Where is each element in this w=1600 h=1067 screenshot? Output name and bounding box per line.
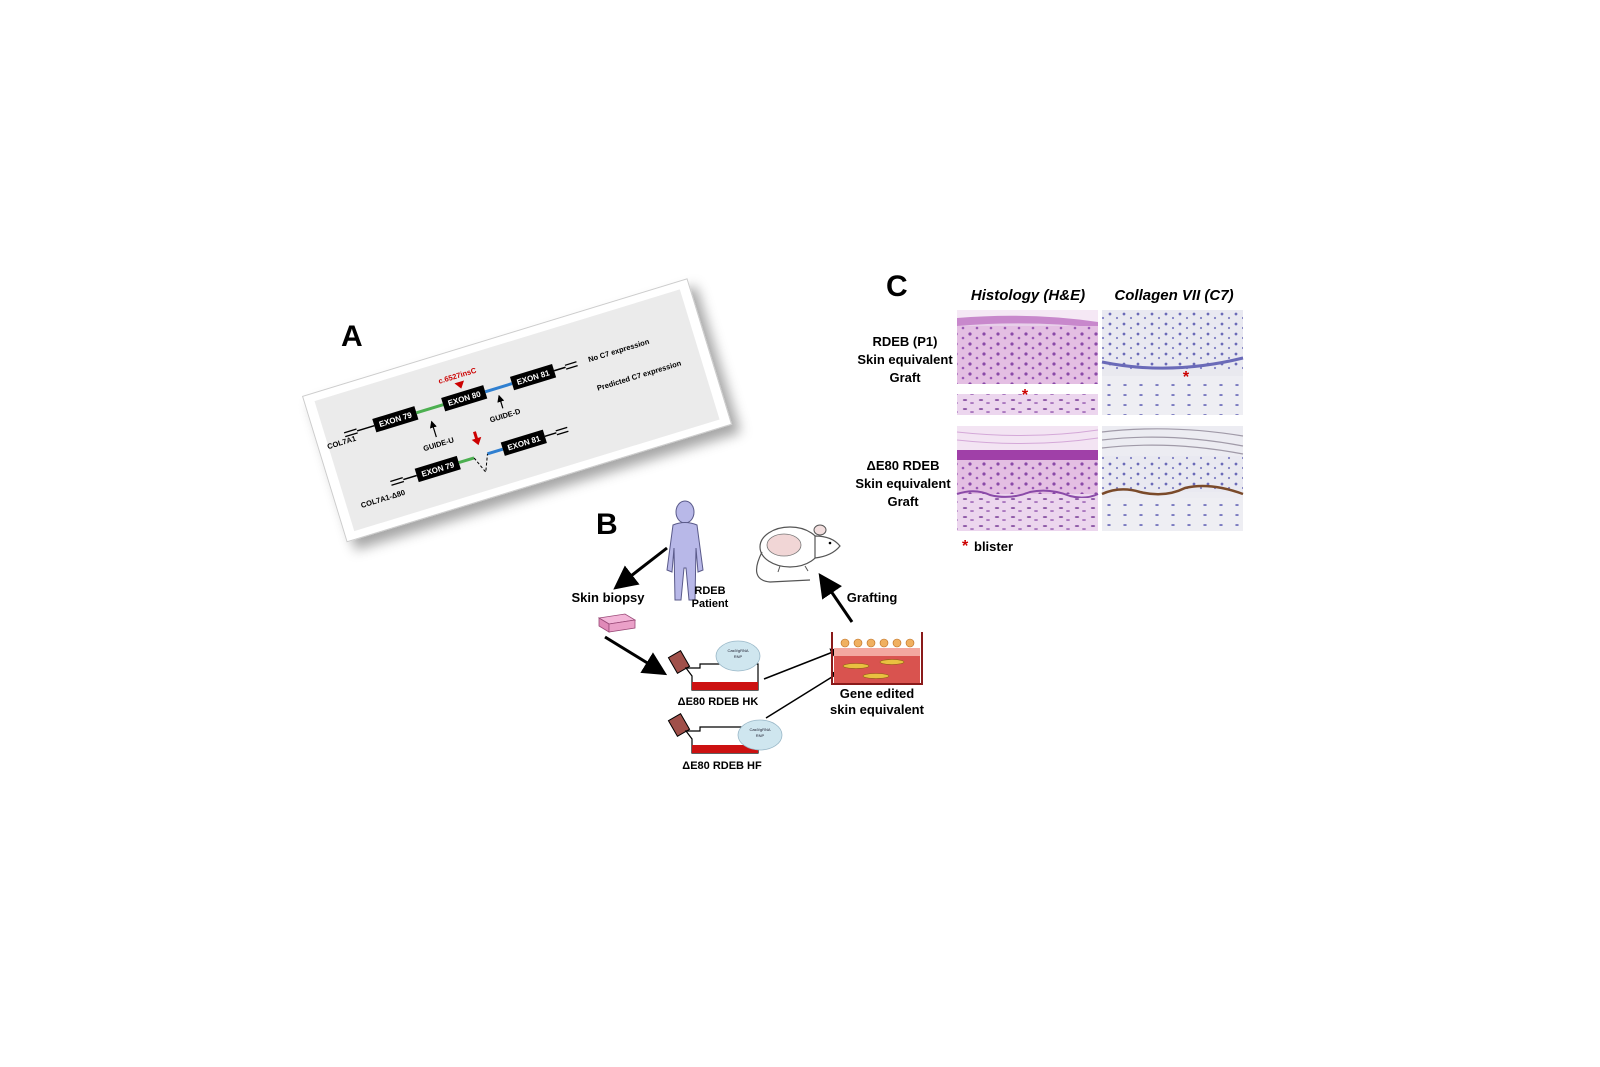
- row1-label-line1: RDEB (P1): [872, 334, 937, 349]
- guide-u-arrow: [429, 420, 437, 438]
- exon79-deleted-box: [414, 455, 461, 483]
- grafting-label: Grafting: [847, 590, 898, 605]
- column-header-he: Histology (H&E): [971, 287, 1085, 304]
- row2-label-line2: Skin equivalent: [855, 476, 951, 491]
- skin-biopsy-icon: [597, 613, 637, 633]
- arrow-biopsy-to-flask: [604, 635, 668, 676]
- patient-label-line2: Patient: [692, 598, 729, 610]
- legend-asterisk: *: [962, 538, 969, 555]
- flask-hf-bubble-text2: RNP: [756, 733, 765, 738]
- patient-silhouette-icon: [666, 500, 704, 601]
- mouse-tail: [755, 551, 811, 583]
- intron-80-81-line: [484, 382, 513, 394]
- guide-d-arrow: [497, 394, 505, 409]
- column-header-c7: Collagen VII (C7): [1114, 287, 1233, 304]
- patient-label-line1: RDEB: [694, 585, 725, 597]
- arrow-dish-to-mouse: [818, 573, 854, 623]
- exon81-deleted-box: [500, 429, 547, 456]
- skin-equivalent-dish-icon: [831, 632, 923, 685]
- exon79-box: [372, 406, 419, 433]
- exon80-box: [441, 385, 488, 412]
- row1-label-line3: Graft: [889, 370, 921, 385]
- blister-asterisk-he: *: [1022, 387, 1029, 404]
- row1-label-line2: Skin equivalent: [857, 352, 953, 367]
- graft-area: [766, 533, 802, 557]
- splice-junction-line: [473, 453, 488, 474]
- arrow-hf-to-dish: [765, 671, 842, 719]
- panel-a-card: EXON 79 EXON 80 EXON 81 No C7 expression…: [301, 278, 733, 543]
- intron-79-80-line: [415, 403, 444, 415]
- mouse-icon: [755, 524, 841, 583]
- micrograph-rdeb-he: *: [957, 310, 1098, 415]
- flask-hf-bubble: [737, 719, 783, 751]
- mutation-marker-icon: [454, 380, 465, 389]
- flask-hf-base: [692, 745, 758, 753]
- flask-hk-base: [692, 682, 758, 690]
- flask-hk-bubble: [715, 640, 761, 672]
- flask-hf-bubble-text1: Cas9/gRNA: [749, 727, 770, 732]
- skin-equivalent-label-line1: Gene edited: [840, 686, 914, 701]
- c7-basement-membrane-line: [1101, 484, 1244, 496]
- flask-hf: Cas9/gRNA RNP: [667, 713, 783, 754]
- micrograph-de80-he: [956, 426, 1099, 531]
- panel-c-letter: C: [886, 270, 908, 303]
- arrow-hk-to-dish: [763, 648, 840, 680]
- arrow-patient-to-biopsy: [613, 546, 668, 590]
- skin-equivalent-label-line2: skin equivalent: [830, 702, 925, 717]
- blister-asterisk-c7: *: [1183, 369, 1190, 386]
- flask-hk-bubble-text2: RNP: [734, 654, 743, 659]
- skin-biopsy-label: Skin biopsy: [572, 590, 646, 605]
- deletion-arrow-icon: [471, 431, 482, 446]
- row2-label-line1: ΔE80 RDEB: [867, 458, 940, 473]
- panel-a-letter: A: [341, 320, 363, 353]
- hf-label: ΔE80 RDEB HF: [682, 760, 762, 772]
- flask-hk: Cas9/gRNA RNP: [667, 640, 761, 691]
- flask-hk-bubble-text1: Cas9/gRNA: [727, 648, 748, 653]
- exon81-box: [509, 364, 557, 391]
- micrograph-de80-c7: [1101, 426, 1244, 531]
- row2-label-line3: Graft: [887, 494, 919, 509]
- legend-blister-label: blister: [974, 539, 1013, 554]
- hk-label: ΔE80 RDEB HK: [678, 696, 759, 708]
- micrograph-rdeb-c7: *: [1101, 310, 1244, 415]
- panel-b-letter: B: [596, 508, 618, 541]
